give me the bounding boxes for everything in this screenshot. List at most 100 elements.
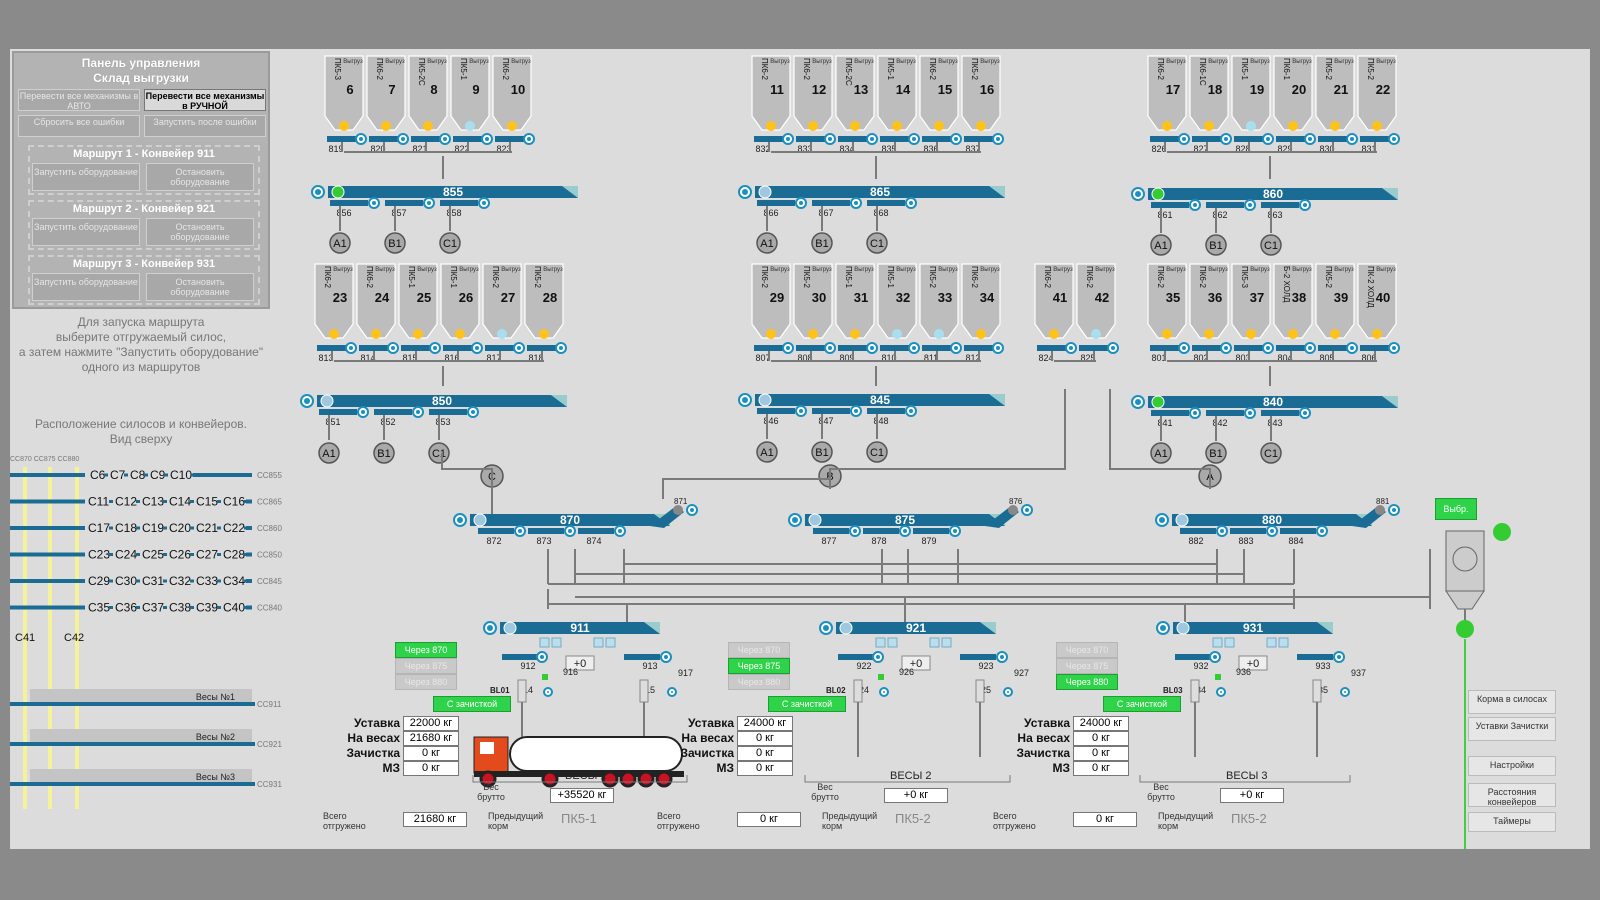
valve-icon[interactable] (329, 232, 351, 254)
valve-icon[interactable] (1260, 234, 1282, 256)
sub-conveyor[interactable] (1230, 528, 1266, 534)
silo-body[interactable] (1231, 55, 1271, 131)
motor-icon[interactable] (1346, 133, 1358, 145)
with-cleaning-button[interactable]: С зачисткой (1103, 696, 1181, 712)
valve-icon[interactable] (1150, 234, 1172, 256)
motor-icon[interactable] (1244, 407, 1256, 419)
with-cleaning-button[interactable]: С зачисткой (768, 696, 846, 712)
motor-icon[interactable] (1178, 133, 1190, 145)
feeder-conveyor[interactable] (1360, 345, 1390, 351)
sub-conveyor[interactable] (1297, 654, 1333, 660)
feeder-conveyor[interactable] (754, 345, 784, 351)
feeder-conveyor[interactable] (1150, 345, 1180, 351)
silo-body[interactable] (482, 263, 522, 339)
conveyor-belt[interactable] (1173, 622, 1333, 634)
sub-conveyor[interactable] (330, 200, 368, 206)
feeder-conveyor[interactable] (1192, 136, 1222, 142)
valve-icon[interactable] (756, 232, 778, 254)
feeder-conveyor[interactable] (922, 136, 952, 142)
conveyor-865[interactable] (755, 185, 1005, 199)
motor-icon[interactable] (345, 342, 357, 354)
sub-conveyor[interactable] (863, 528, 899, 534)
motor-icon[interactable] (311, 185, 325, 199)
motor-icon[interactable] (795, 405, 807, 417)
conveyor-855[interactable] (328, 185, 578, 199)
silo-body[interactable] (356, 263, 396, 339)
silo-body[interactable] (961, 263, 1001, 339)
fan-icon[interactable] (1493, 523, 1511, 541)
silo-body[interactable] (835, 55, 875, 131)
motor-icon[interactable] (782, 342, 794, 354)
feeder-conveyor[interactable] (327, 136, 357, 142)
feeder-conveyor[interactable] (1234, 136, 1264, 142)
sub-conveyor[interactable] (578, 528, 614, 534)
motor-icon[interactable] (1262, 133, 1274, 145)
silo-body[interactable] (324, 55, 364, 131)
sub-conveyor[interactable] (1151, 410, 1189, 416)
motor-icon[interactable] (850, 405, 862, 417)
silo-body[interactable] (1273, 55, 1313, 131)
silo-body[interactable] (398, 263, 438, 339)
silo-body[interactable] (1357, 55, 1397, 131)
valve-icon[interactable] (756, 441, 778, 463)
motor-icon[interactable] (992, 133, 1004, 145)
motor-icon[interactable] (795, 197, 807, 209)
sub-conveyor[interactable] (478, 528, 514, 534)
motor-icon[interactable] (996, 651, 1008, 663)
feeder-conveyor[interactable] (1234, 345, 1264, 351)
conveyor-belt[interactable] (317, 395, 567, 407)
conveyor-845[interactable] (755, 393, 1005, 407)
motor-icon[interactable] (1346, 342, 1358, 354)
sub-conveyor[interactable] (1261, 202, 1299, 208)
sub-conveyor[interactable] (374, 409, 412, 415)
motor-icon[interactable] (738, 393, 752, 407)
feeder-conveyor[interactable] (401, 345, 431, 351)
route-via-button[interactable]: Через 880 (728, 674, 790, 690)
motor-icon[interactable] (368, 197, 380, 209)
route-via-button[interactable]: Через 870 (395, 642, 457, 658)
motor-icon[interactable] (1189, 407, 1201, 419)
motor-icon[interactable] (1065, 342, 1077, 354)
feeder-conveyor[interactable] (964, 136, 994, 142)
motor-icon[interactable] (1216, 687, 1226, 697)
motor-icon[interactable] (660, 651, 672, 663)
feeder-conveyor[interactable] (880, 345, 910, 351)
silo-body[interactable] (366, 55, 406, 131)
motor-icon[interactable] (1388, 504, 1400, 516)
feeder-conveyor[interactable] (796, 136, 826, 142)
motor-icon[interactable] (513, 342, 525, 354)
sub-conveyor[interactable] (960, 654, 996, 660)
loading-spout[interactable] (975, 679, 985, 703)
motor-icon[interactable] (1388, 342, 1400, 354)
silo-body[interactable] (793, 263, 833, 339)
motor-icon[interactable] (481, 133, 493, 145)
silo-body[interactable] (1315, 263, 1355, 339)
sub-conveyor[interactable] (867, 200, 905, 206)
motor-icon[interactable] (1003, 687, 1013, 697)
stop-equipment-button[interactable]: Остановить оборудование (146, 273, 254, 301)
route-via-button[interactable]: Через 870 (728, 642, 790, 658)
motor-icon[interactable] (1340, 687, 1350, 697)
sub-conveyor[interactable] (838, 654, 874, 660)
silo-body[interactable] (524, 263, 564, 339)
sub-conveyor[interactable] (624, 654, 660, 660)
motor-icon[interactable] (908, 133, 920, 145)
route-via-button[interactable]: Через 880 (1056, 674, 1118, 690)
sub-conveyor[interactable] (812, 408, 850, 414)
sub-conveyor[interactable] (813, 528, 849, 534)
motor-icon[interactable] (782, 133, 794, 145)
motor-icon[interactable] (1131, 187, 1145, 201)
feeder-conveyor[interactable] (485, 345, 515, 351)
route-via-button[interactable]: Через 875 (395, 658, 457, 674)
start-equipment-button[interactable]: Запустить оборудование (32, 163, 140, 191)
